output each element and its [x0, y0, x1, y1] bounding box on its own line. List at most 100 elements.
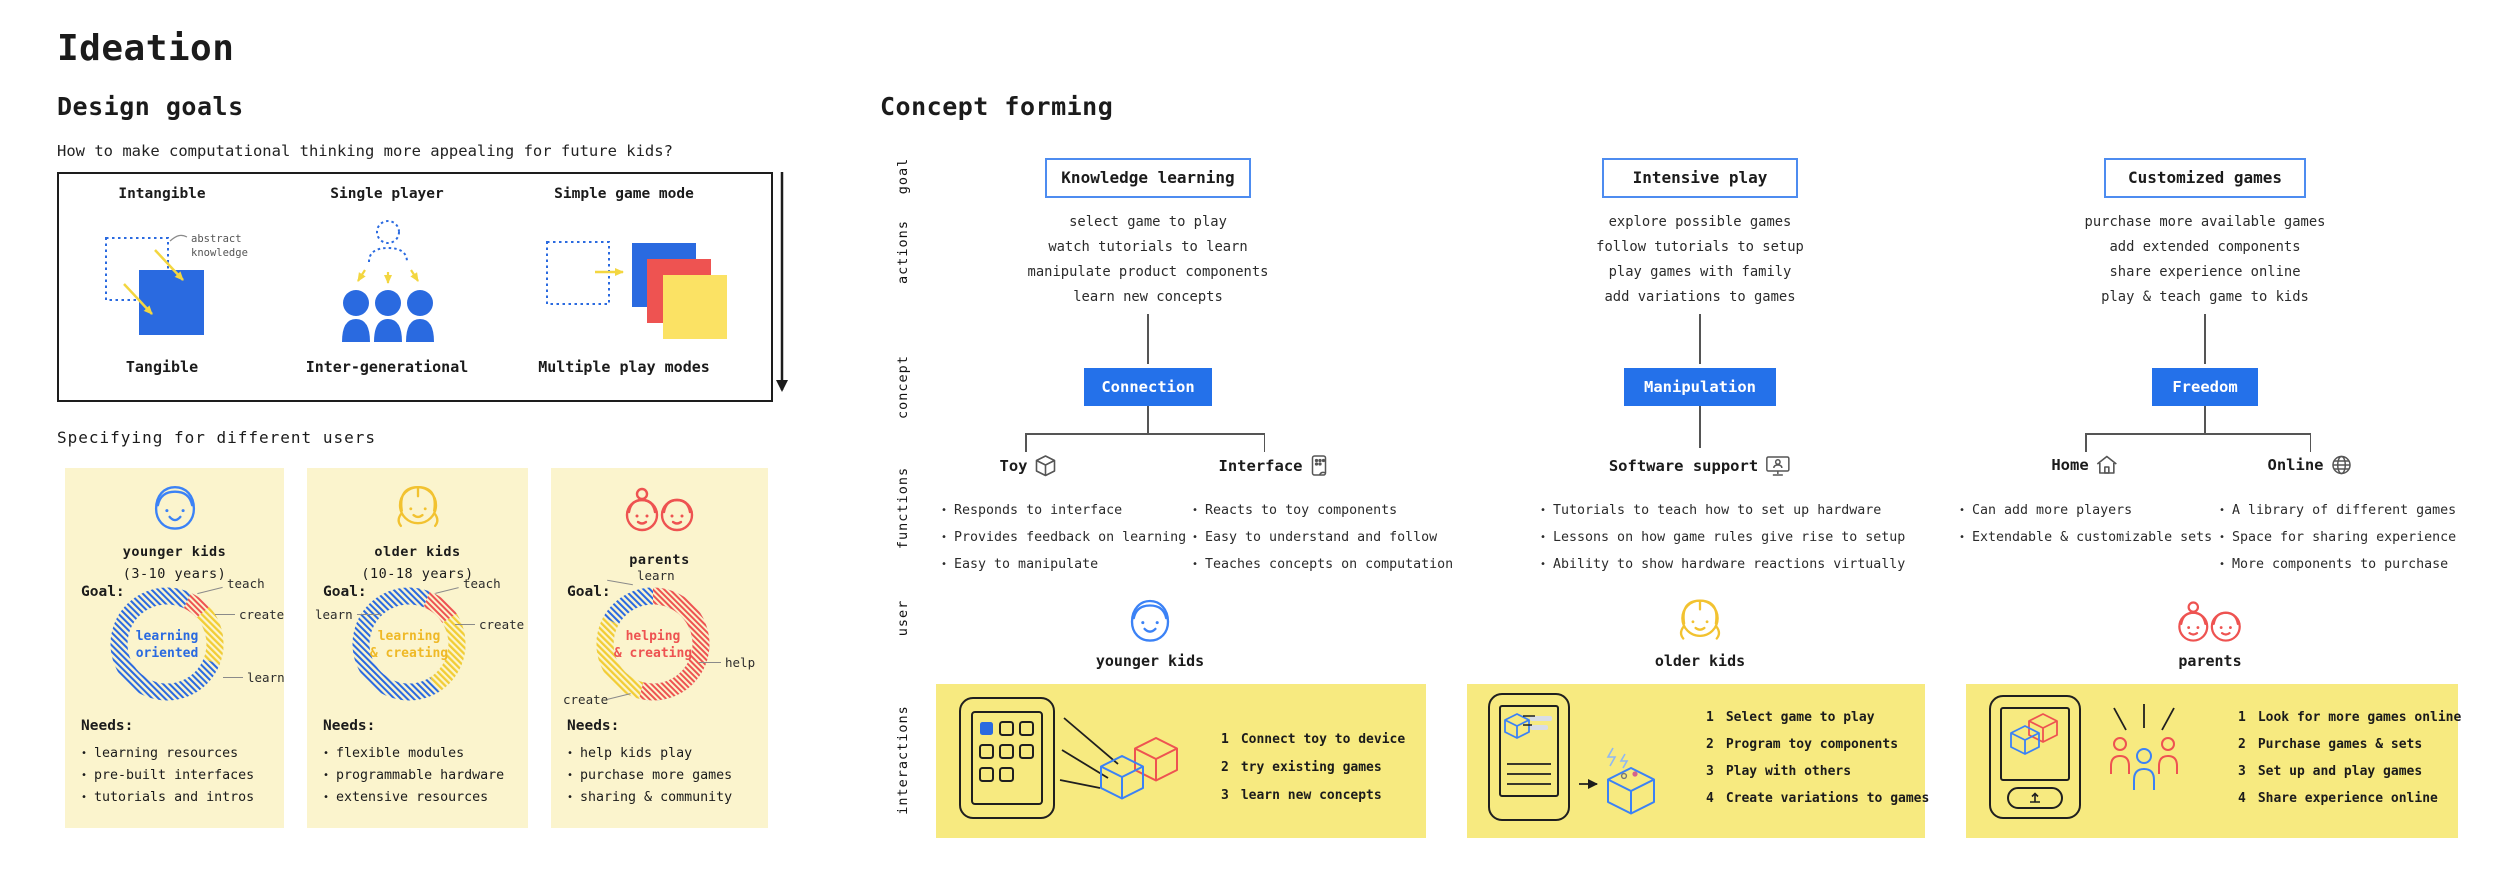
concept-box-manipulation: Manipulation [1624, 368, 1776, 406]
specifying-heading: Specifying for different users [57, 428, 376, 447]
donut-callout-create: create [239, 607, 285, 622]
panel-to-label: Tangible [125, 358, 199, 376]
connector-line [2204, 314, 2206, 364]
row-label-user: user [895, 599, 911, 637]
donut-callout-learn: learn [247, 670, 285, 685]
function-bullet: Space for sharing experience [2219, 530, 2456, 545]
interface-device-icon [1311, 455, 1327, 476]
design-goals-box: Intangible Single player Simple game mod… [57, 172, 773, 402]
action-item: explore possible games [1608, 214, 1792, 230]
goal-label: Goal: [323, 584, 367, 600]
annotation-abstract: abstract knowledge [191, 233, 248, 259]
donut-center-label: helping & creating [613, 629, 693, 661]
need-item: flexible modules [323, 746, 464, 761]
panel-to-label: Multiple play modes [538, 358, 710, 376]
action-item: play games with family [1608, 264, 1792, 280]
action-item: follow tutorials to setup [1596, 239, 1804, 255]
branch-line [2085, 433, 2087, 452]
donut-callout-teach: teach [463, 576, 501, 591]
need-item: tutorials and intros [81, 790, 254, 805]
donut-callout-create: create [563, 692, 609, 707]
row-label-functions: functions [895, 466, 911, 550]
concept-forming-heading: Concept forming [880, 92, 1114, 121]
function-bullet: Responds to interface [941, 503, 1122, 518]
card-user-name: parents [629, 552, 690, 568]
goal-label: Goal: [567, 584, 611, 600]
page-title: Ideation [57, 28, 235, 69]
user-card-parents: parents Goal: helping & creating learn h… [551, 468, 768, 828]
function-bullet: Teaches concepts on computation [1192, 557, 1453, 572]
simple-to-multiple-graphic [546, 241, 727, 339]
need-item: help kids play [567, 746, 692, 761]
goal-box-customized-games: Customized games [2104, 158, 2306, 198]
row-label-concept: concept [895, 355, 911, 419]
row-label-interactions: interactions [895, 705, 911, 815]
function-bullet: More components to purchase [2219, 557, 2448, 572]
cube-icon [1035, 455, 1056, 477]
function-bullet: Provides feedback on learning [941, 530, 1186, 545]
branch-line [2085, 433, 2311, 435]
function-bullet: A library of different games [2219, 503, 2456, 518]
globe-icon [2332, 455, 2351, 475]
donut-callout-create: create [479, 617, 525, 632]
donut-callout-teach: teach [227, 576, 265, 591]
girl-face-icon [397, 486, 439, 528]
branch-line [1263, 433, 1265, 452]
concept-box-connection: Connection [1084, 368, 1212, 406]
panel-from-label: Single player [330, 186, 444, 202]
function-node-interface: Interface [1219, 454, 1330, 478]
action-item: add variations to games [1604, 289, 1796, 305]
goal-donut-chart [110, 587, 224, 701]
function-bullet: Easy to understand and follow [1192, 530, 1437, 545]
function-node-toy: Toy [1000, 454, 1057, 478]
action-item: play & teach game to kids [2101, 289, 2309, 305]
donut-callout-learn: learn [637, 568, 675, 583]
action-item: purchase more available games [2084, 214, 2326, 230]
row-label-goal: goal [895, 157, 911, 195]
card-user-age: (10-18 years) [361, 566, 474, 582]
goal-donut-chart [596, 587, 710, 701]
function-bullet: Easy to manipulate [941, 557, 1098, 572]
function-node-home: Home [2051, 454, 2118, 476]
goal-donut-chart [352, 587, 466, 701]
card-user-age: (3-10 years) [122, 566, 227, 582]
function-bullet: Can add more players [1959, 503, 2132, 518]
user-label: parents [2178, 652, 2242, 670]
action-item: add extended components [2109, 239, 2301, 255]
branch-line [2309, 433, 2311, 452]
share-and-family-graphic [1989, 695, 2178, 819]
need-item: purchase more games [567, 768, 732, 783]
branch-line [1025, 433, 1027, 452]
connector-line [1147, 314, 1149, 364]
need-item: extensive resources [323, 790, 488, 805]
row-label-actions: actions [895, 220, 911, 284]
user-label: younger kids [1095, 652, 1205, 670]
function-bullet: Reacts to toy components [1192, 503, 1397, 518]
branch-line [1699, 406, 1701, 448]
panel-from-label: Intangible [118, 186, 206, 202]
donut-callout-help: help [725, 655, 756, 670]
goal-label: Goal: [81, 584, 125, 600]
need-item: sharing & community [567, 790, 732, 805]
action-item: watch tutorials to learn [1048, 239, 1248, 255]
card-user-name: older kids [374, 544, 461, 560]
action-item: share experience online [2109, 264, 2301, 280]
user-card-older-kids: older kids (10-18 years) Goal: learning … [307, 468, 528, 828]
action-item: select game to play [1069, 214, 1227, 230]
needs-label: Needs: [567, 718, 620, 734]
need-item: pre-built interfaces [81, 768, 254, 783]
